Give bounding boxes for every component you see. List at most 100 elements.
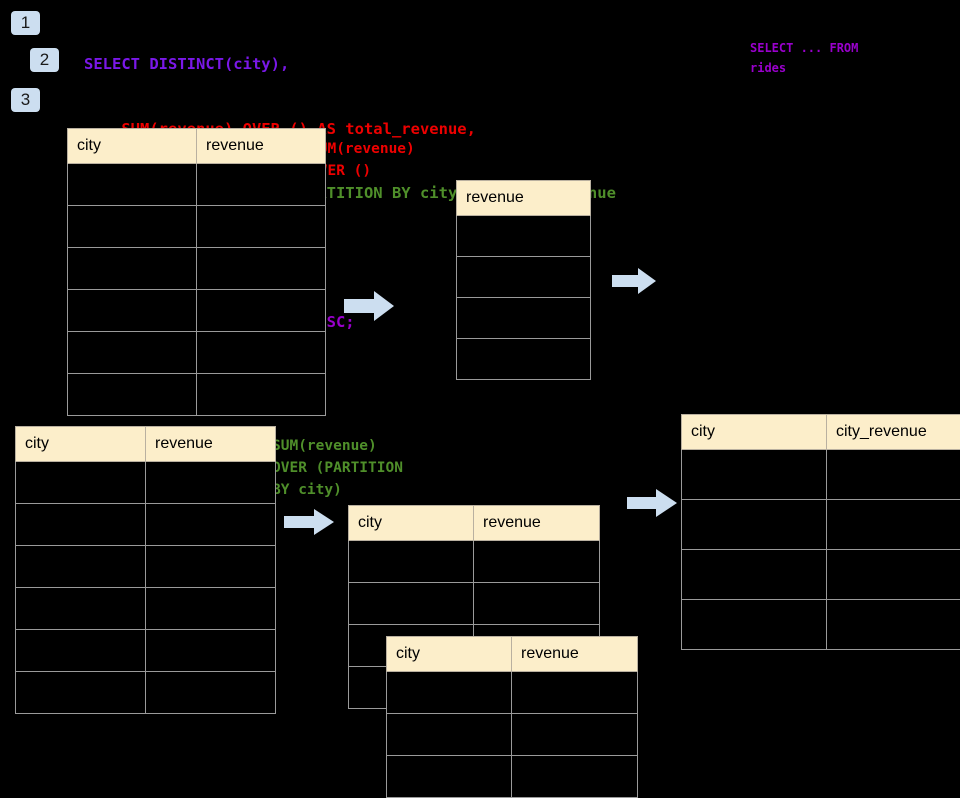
table-row — [16, 588, 276, 630]
column-header-city: city — [387, 637, 512, 672]
column-header-revenue: revenue — [197, 129, 326, 164]
flow-arrow-right-icon — [344, 289, 394, 323]
cell — [197, 332, 326, 374]
cell — [387, 672, 512, 714]
table-row — [349, 583, 600, 625]
annotation-sum-over-partition: SUM(revenue) OVER (PARTITION BY city) — [272, 435, 403, 501]
flow-arrow-right-icon — [612, 266, 656, 296]
cell — [197, 374, 326, 416]
cell — [457, 216, 591, 257]
column-header-revenue: revenue — [512, 637, 638, 672]
cell — [146, 462, 276, 504]
cell — [68, 332, 197, 374]
column-header-city: city — [68, 129, 197, 164]
table-row — [387, 672, 638, 714]
table-row — [16, 630, 276, 672]
cell — [474, 541, 600, 583]
cell — [387, 756, 512, 798]
cell — [146, 504, 276, 546]
cell — [16, 588, 146, 630]
cell — [16, 546, 146, 588]
cell — [146, 630, 276, 672]
cell — [68, 206, 197, 248]
sql-sidenote-select-from-rides: SELECT ... FROM rides — [750, 38, 950, 78]
cell — [16, 672, 146, 714]
column-header-revenue: revenue — [457, 181, 591, 216]
cell — [682, 550, 827, 600]
table-row — [457, 216, 591, 257]
column-header-city-revenue: city_revenue — [827, 415, 960, 450]
column-header-city: city — [349, 506, 474, 541]
cell — [68, 248, 197, 290]
table-rides-source-bottom: city revenue — [15, 426, 276, 714]
table-total-revenue: revenue — [456, 180, 591, 380]
flow-arrow-right-icon — [627, 487, 677, 519]
table-row — [68, 206, 326, 248]
cell — [197, 248, 326, 290]
cell — [146, 546, 276, 588]
cell — [512, 756, 638, 798]
table-header-row: city revenue — [349, 506, 600, 541]
table-row — [68, 248, 326, 290]
cell — [197, 164, 326, 206]
cell — [16, 630, 146, 672]
table-row — [457, 257, 591, 298]
table-row — [682, 450, 960, 500]
table-header-row: revenue — [457, 181, 591, 216]
cell — [512, 672, 638, 714]
column-header-city: city — [682, 415, 827, 450]
cell — [682, 600, 827, 650]
cell — [349, 541, 474, 583]
table-header-row: city city_revenue — [682, 415, 960, 450]
table-row — [457, 298, 591, 339]
table-row — [457, 339, 591, 380]
table-row — [16, 462, 276, 504]
table-row — [387, 756, 638, 798]
table-row — [682, 550, 960, 600]
cell — [146, 588, 276, 630]
column-header-city: city — [16, 427, 146, 462]
cell — [349, 583, 474, 625]
cell — [827, 600, 960, 650]
cell — [682, 500, 827, 550]
step-badge-3: 3 — [11, 88, 40, 112]
cell — [197, 206, 326, 248]
cell — [827, 550, 960, 600]
table-row — [68, 374, 326, 416]
cell — [474, 583, 600, 625]
table-rides-source-top: city revenue — [67, 128, 326, 416]
cell — [827, 500, 960, 550]
cell — [16, 504, 146, 546]
flow-arrow-right-icon — [284, 507, 334, 537]
table-row — [682, 500, 960, 550]
table-row — [16, 672, 276, 714]
cell — [68, 290, 197, 332]
table-header-row: city revenue — [16, 427, 276, 462]
step-badge-1: 1 — [11, 11, 40, 35]
table-row — [16, 546, 276, 588]
table-row — [16, 504, 276, 546]
table-row — [68, 164, 326, 206]
column-header-revenue: revenue — [146, 427, 276, 462]
table-partition-group-front: city revenue — [386, 636, 638, 798]
cell — [68, 374, 197, 416]
sql-line-select: SELECT DISTINCT(city), — [84, 54, 616, 76]
cell — [457, 339, 591, 380]
table-row — [68, 290, 326, 332]
table-final-result: city city_revenue — [681, 414, 960, 650]
table-row — [68, 332, 326, 374]
table-row — [349, 541, 600, 583]
table-row — [682, 600, 960, 650]
column-header-revenue: revenue — [474, 506, 600, 541]
cell — [68, 164, 197, 206]
cell — [16, 462, 146, 504]
cell — [457, 257, 591, 298]
cell — [457, 298, 591, 339]
cell — [827, 450, 960, 500]
cell — [146, 672, 276, 714]
table-header-row: city revenue — [387, 637, 638, 672]
cell — [197, 290, 326, 332]
table-header-row: city revenue — [68, 129, 326, 164]
step-badge-2: 2 — [30, 48, 59, 72]
cell — [682, 450, 827, 500]
